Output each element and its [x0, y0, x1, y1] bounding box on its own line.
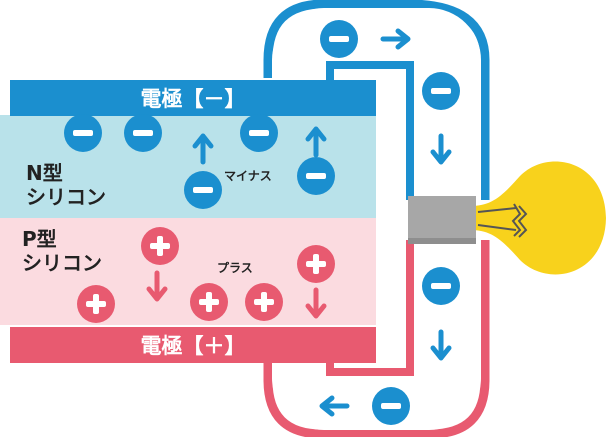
- circuit-inner-positive: [326, 240, 414, 376]
- negative-electrode-label: 電極【－】: [141, 87, 246, 111]
- arrow-up-icon: [192, 133, 214, 165]
- n-type-label-line1: N型: [26, 161, 63, 185]
- p-type-label-line2: シリコン: [22, 251, 102, 275]
- minus-circle-icon: [422, 72, 460, 110]
- arrow-down-icon: [430, 133, 452, 165]
- p-type-label-line1: P型: [22, 227, 57, 251]
- circuit-inner-negative: [326, 61, 414, 200]
- light-bulb-icon: [408, 161, 606, 275]
- plus-circle-icon: [245, 283, 283, 321]
- bulb-filament: [477, 203, 528, 238]
- arrow-left-icon: [319, 395, 350, 417]
- plus-circle-icon: [77, 285, 115, 323]
- minus-circle-icon: [124, 114, 162, 152]
- minus-circle-icon: [240, 114, 278, 152]
- arrow-down-icon: [146, 270, 168, 302]
- arrow-down-icon: [305, 287, 327, 319]
- n-type-label-line2: シリコン: [26, 185, 106, 209]
- arrow-up-icon: [305, 126, 327, 158]
- arrow-down-icon: [430, 329, 452, 361]
- minus-circle-icon: [184, 171, 222, 209]
- plus-circle-icon: [141, 227, 179, 265]
- minus-circle-icon: [372, 387, 410, 425]
- plus-circle-icon: [297, 245, 335, 283]
- n-carrier-label: マイナス: [224, 169, 272, 183]
- positive-electrode: [10, 327, 376, 363]
- plus-circle-icon: [190, 283, 228, 321]
- bulb-glass: [470, 161, 606, 275]
- negative-electrode: [10, 80, 376, 116]
- minus-circle-icon: [64, 114, 102, 152]
- positive-electrode-label: 電極【＋】: [141, 334, 246, 358]
- arrow-right-icon: [380, 28, 411, 50]
- minus-circle-icon: [422, 267, 460, 305]
- circuit-outer-positive: [263, 240, 490, 437]
- bulb-socket: [408, 196, 476, 244]
- minus-circle-icon: [297, 157, 335, 195]
- minus-circle-icon: [320, 20, 358, 58]
- circuit-outer-negative: [263, 0, 490, 200]
- bulb-socket-shade: [408, 238, 476, 244]
- p-carrier-label: プラス: [217, 260, 253, 275]
